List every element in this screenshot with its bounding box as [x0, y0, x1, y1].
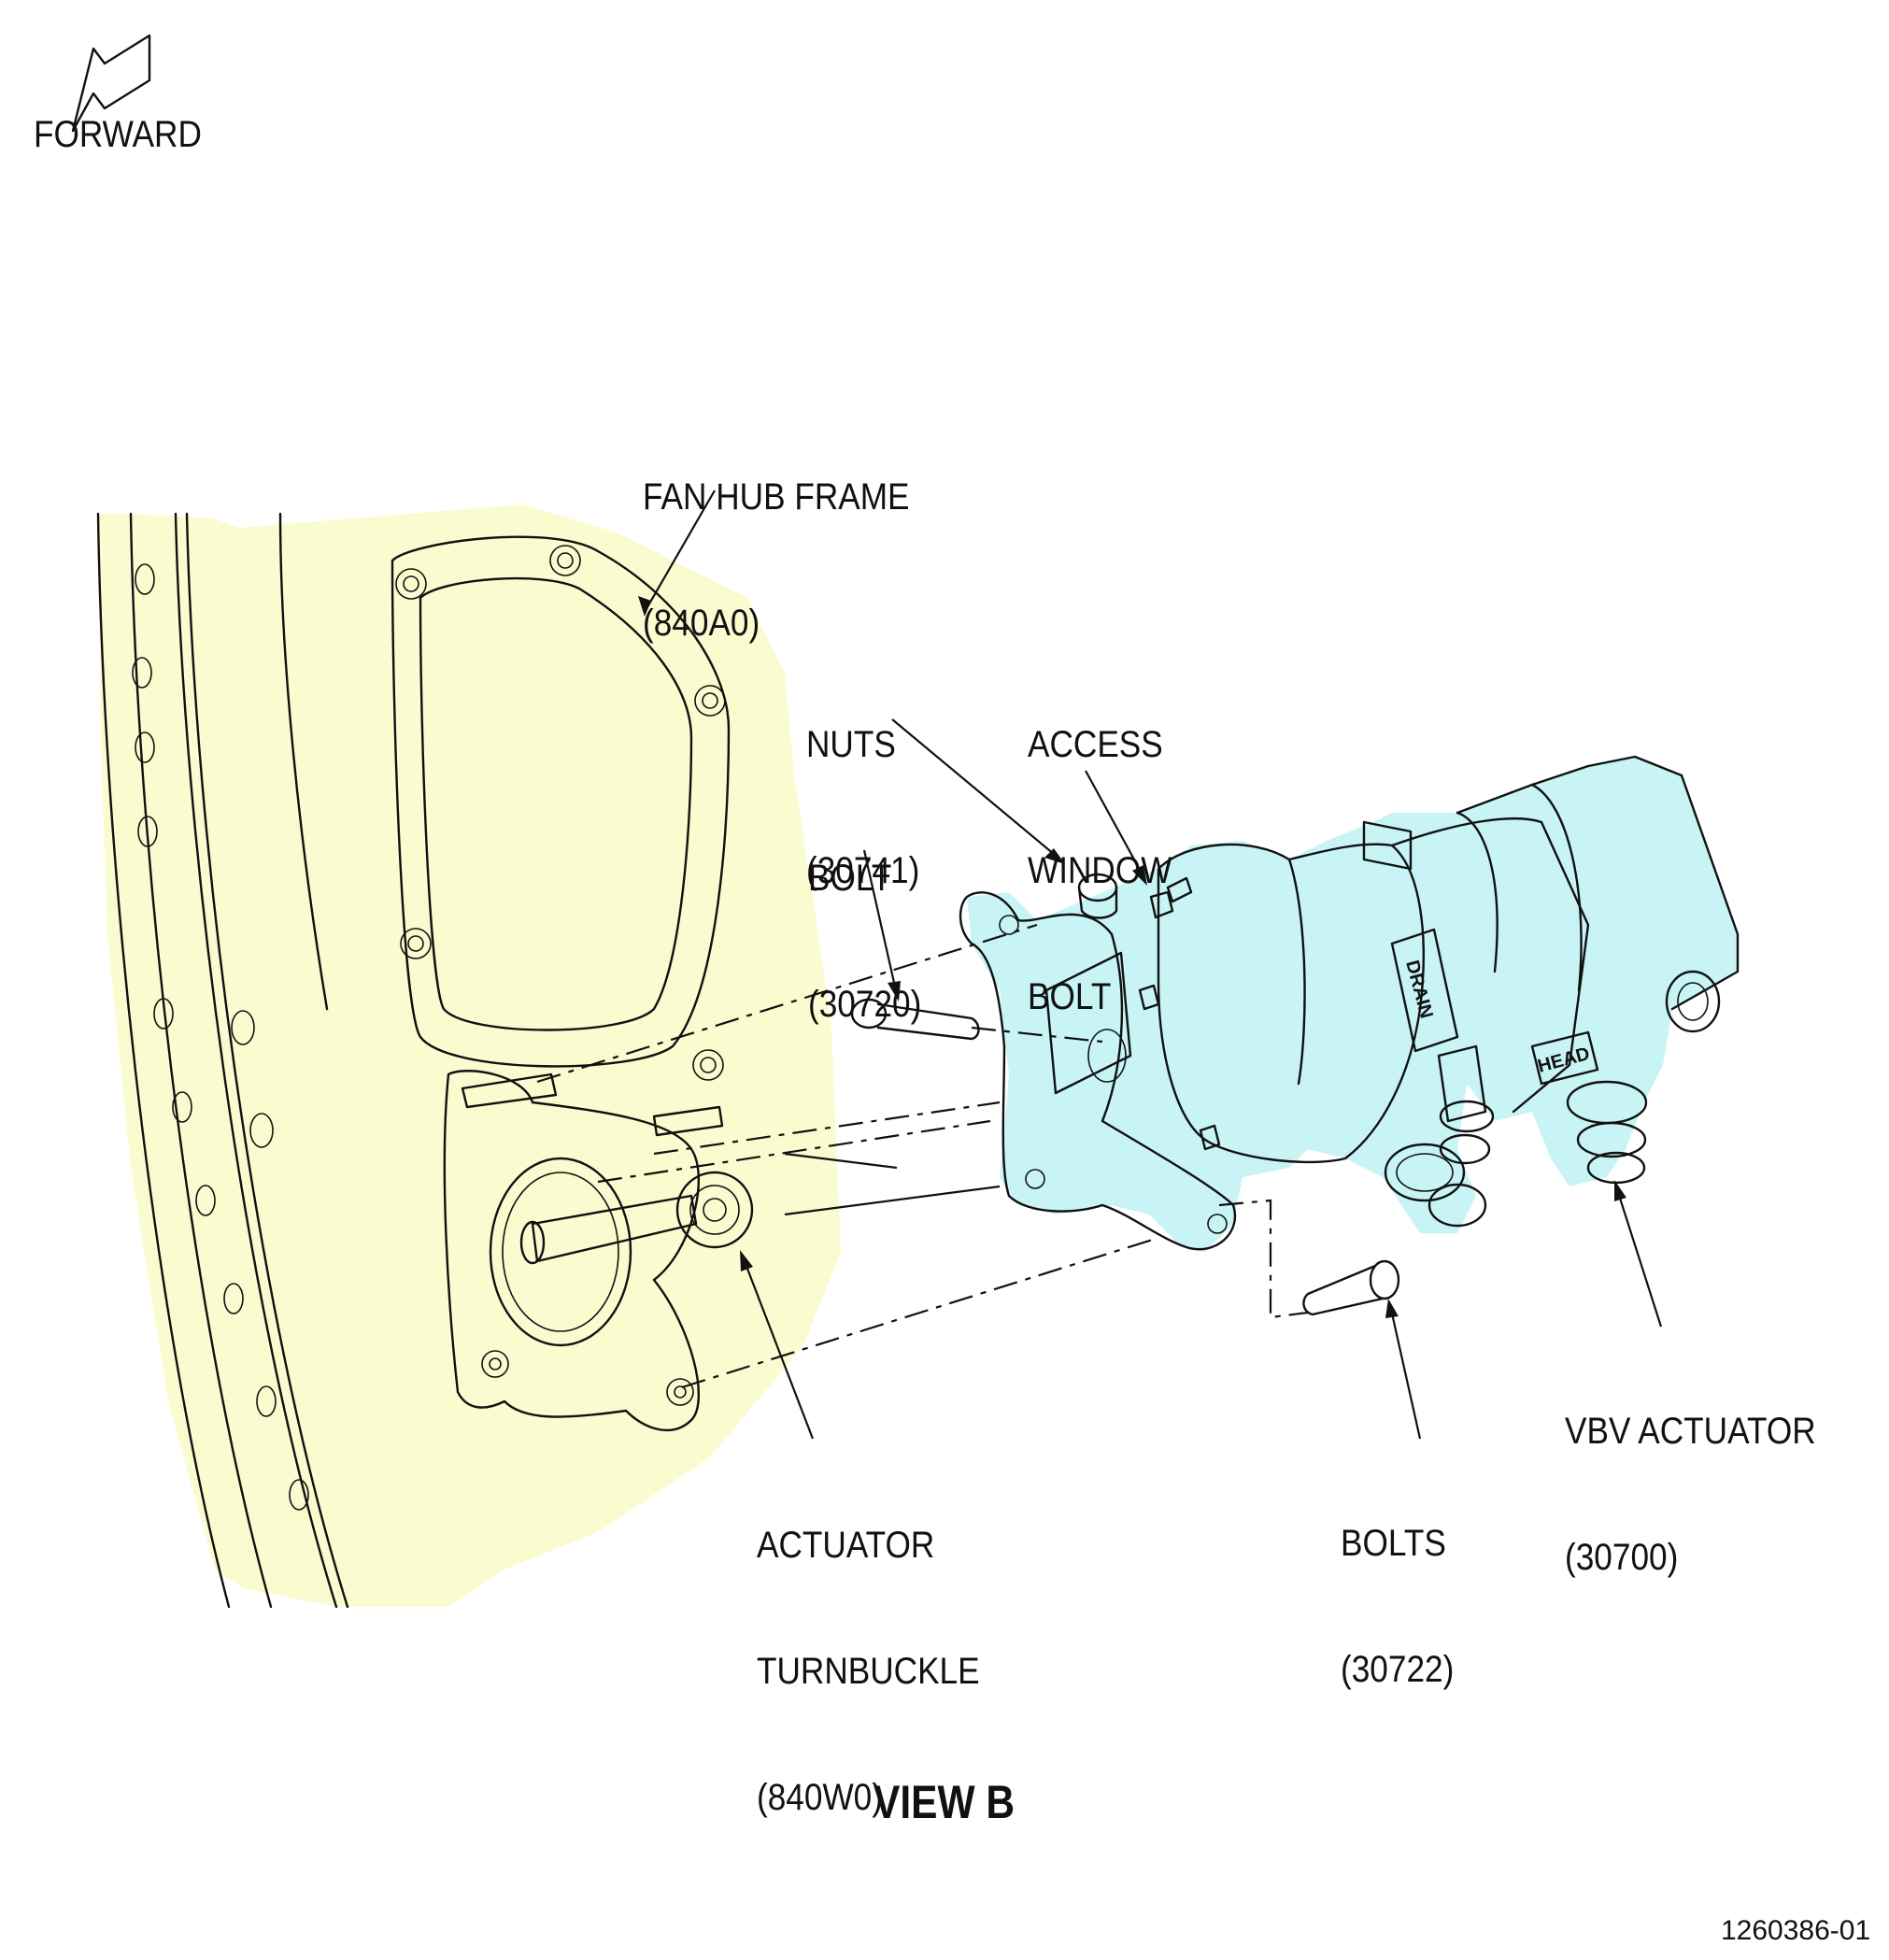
forward-label: FORWARD — [34, 114, 202, 155]
fan-hub-frame — [96, 504, 841, 1609]
bolt-label: BOLT (30720) — [808, 774, 921, 1068]
nut-part — [1077, 873, 1118, 919]
bolt-part — [850, 998, 980, 1041]
leader-lines — [638, 490, 1663, 1440]
fan-hub-frame-name: FAN HUB FRAME — [643, 476, 910, 518]
access-window-bolt-label: ACCESS WINDOW BOLT — [1028, 640, 1172, 1060]
access-window-bolt-line1: ACCESS — [1028, 724, 1163, 765]
exploded-view-lines — [536, 923, 1309, 1389]
vbv-actuator-code: (30700) — [1565, 1537, 1679, 1578]
actuator-turnbuckle-line2: TURNBUCKLE — [757, 1651, 980, 1692]
vbv-actuator-label: VBV ACTUATOR (30700) — [1565, 1327, 1816, 1621]
bolts-label: BOLTS (30722) — [1341, 1439, 1454, 1733]
bolts-name: BOLTS — [1341, 1523, 1446, 1564]
bolt-name: BOLT — [808, 858, 892, 899]
access-window-bolt-line2: WINDOW — [1028, 850, 1172, 891]
nuts-code: (30741) — [806, 850, 920, 891]
actuator-turnbuckle-code: (840W0) — [757, 1777, 883, 1818]
view-title: VIEW B — [873, 1776, 1016, 1828]
actuator-turnbuckle-line1: ACTUATOR — [757, 1525, 935, 1566]
nuts-name: NUTS — [806, 724, 896, 765]
access-window-bolt-part — [1149, 890, 1174, 919]
figure-number: 1260386-01 — [1721, 1915, 1871, 1946]
actuator-turnbuckle-label: ACTUATOR TURNBUCKLE (840W0) — [757, 1441, 980, 1861]
bolts-part — [1302, 1259, 1400, 1316]
vbv-actuator — [959, 755, 1740, 1252]
nuts-label: NUTS (30741) — [806, 640, 919, 934]
fan-hub-frame-label: FAN HUB FRAME (840A0) — [643, 392, 910, 687]
bolt-code: (30720) — [808, 984, 922, 1025]
fan-hub-frame-code: (840A0) — [643, 603, 760, 644]
bolts-code: (30722) — [1341, 1649, 1455, 1690]
forward-arrow-icon — [71, 34, 151, 133]
vbv-actuator-name: VBV ACTUATOR — [1565, 1411, 1816, 1452]
access-window-bolt-line3: BOLT — [1028, 976, 1112, 1017]
